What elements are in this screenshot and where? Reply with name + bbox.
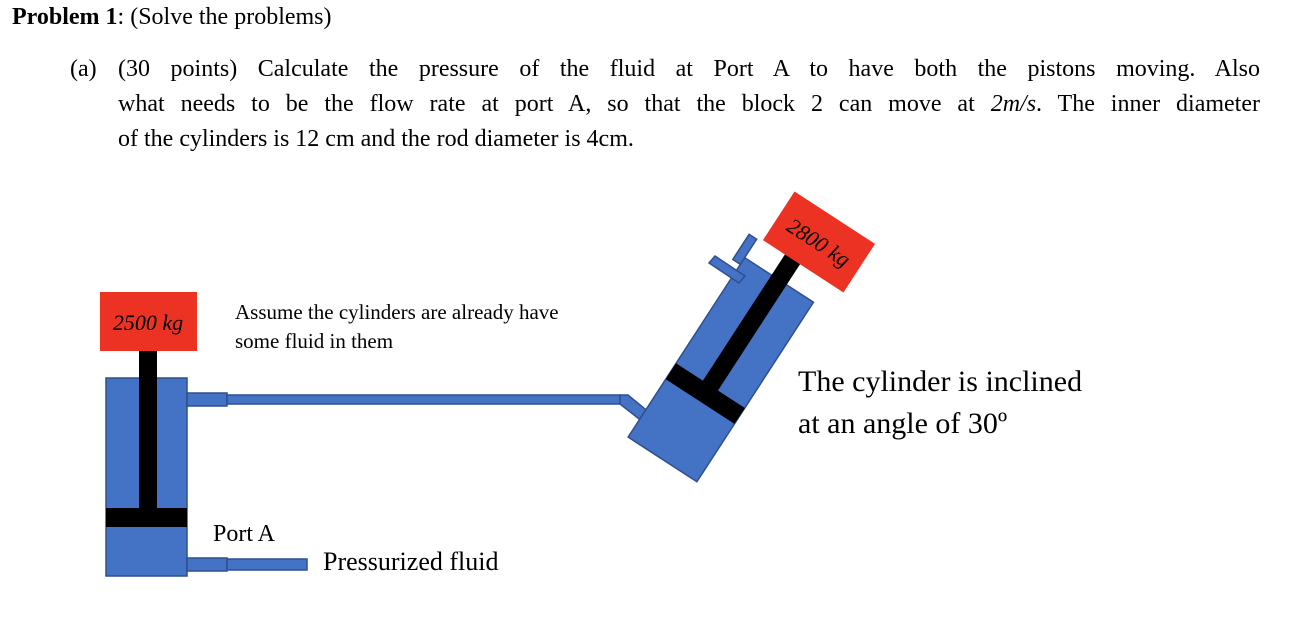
statement-line-3: of the cylinders is 12 cm and the rod di…: [118, 126, 634, 152]
incline-line-1: The cylinder is inclined: [798, 365, 1082, 398]
fluid-label: Pressurized fluid: [323, 547, 498, 576]
block-2: [762, 191, 876, 293]
problem-header: Problem 1: (Solve the problems): [12, 4, 332, 31]
statement-line-1: (30 points) Calculate the pressure of th…: [118, 56, 1260, 82]
port-a-pipe: [226, 558, 308, 571]
note-line-2: some fluid in them: [235, 329, 393, 353]
speed-value: 2m/s: [990, 91, 1037, 117]
right-piston-rod: [697, 246, 806, 399]
part-label: (a): [70, 56, 97, 82]
note-line-1: Assume the cylinders are already have: [235, 300, 559, 324]
inclined-cylinder-group: [627, 233, 815, 483]
port-a-label: Port A: [213, 521, 276, 547]
right-vent-stub: [731, 233, 758, 266]
statement-line-2-pre: what needs to be the flow rate at port A…: [118, 91, 991, 117]
block-1: [100, 292, 197, 351]
port-a-stub: [186, 557, 228, 572]
problem-title: Problem 1: [12, 4, 118, 30]
incline-line-2: at an angle of 30º: [798, 407, 1007, 440]
left-upper-port: [186, 392, 228, 407]
left-piston-head: [106, 508, 187, 527]
statement-line-2: what needs to be the flow rate at port A…: [118, 87, 1260, 122]
vent-pipe: [707, 255, 747, 284]
connecting-pipe: [226, 394, 621, 405]
part-body: (30 points) Calculate the pressure of th…: [118, 52, 1260, 157]
right-piston-head: [665, 363, 745, 424]
statement-line-2-post: . The inner diameter: [1036, 91, 1260, 117]
problem-subtitle: : (Solve the problems): [117, 4, 332, 30]
block-1-label: 2500 kg: [113, 310, 183, 335]
left-piston-rod: [139, 350, 157, 510]
problem-statement: (a) (30 points) Calculate the pressure o…: [70, 52, 1260, 157]
